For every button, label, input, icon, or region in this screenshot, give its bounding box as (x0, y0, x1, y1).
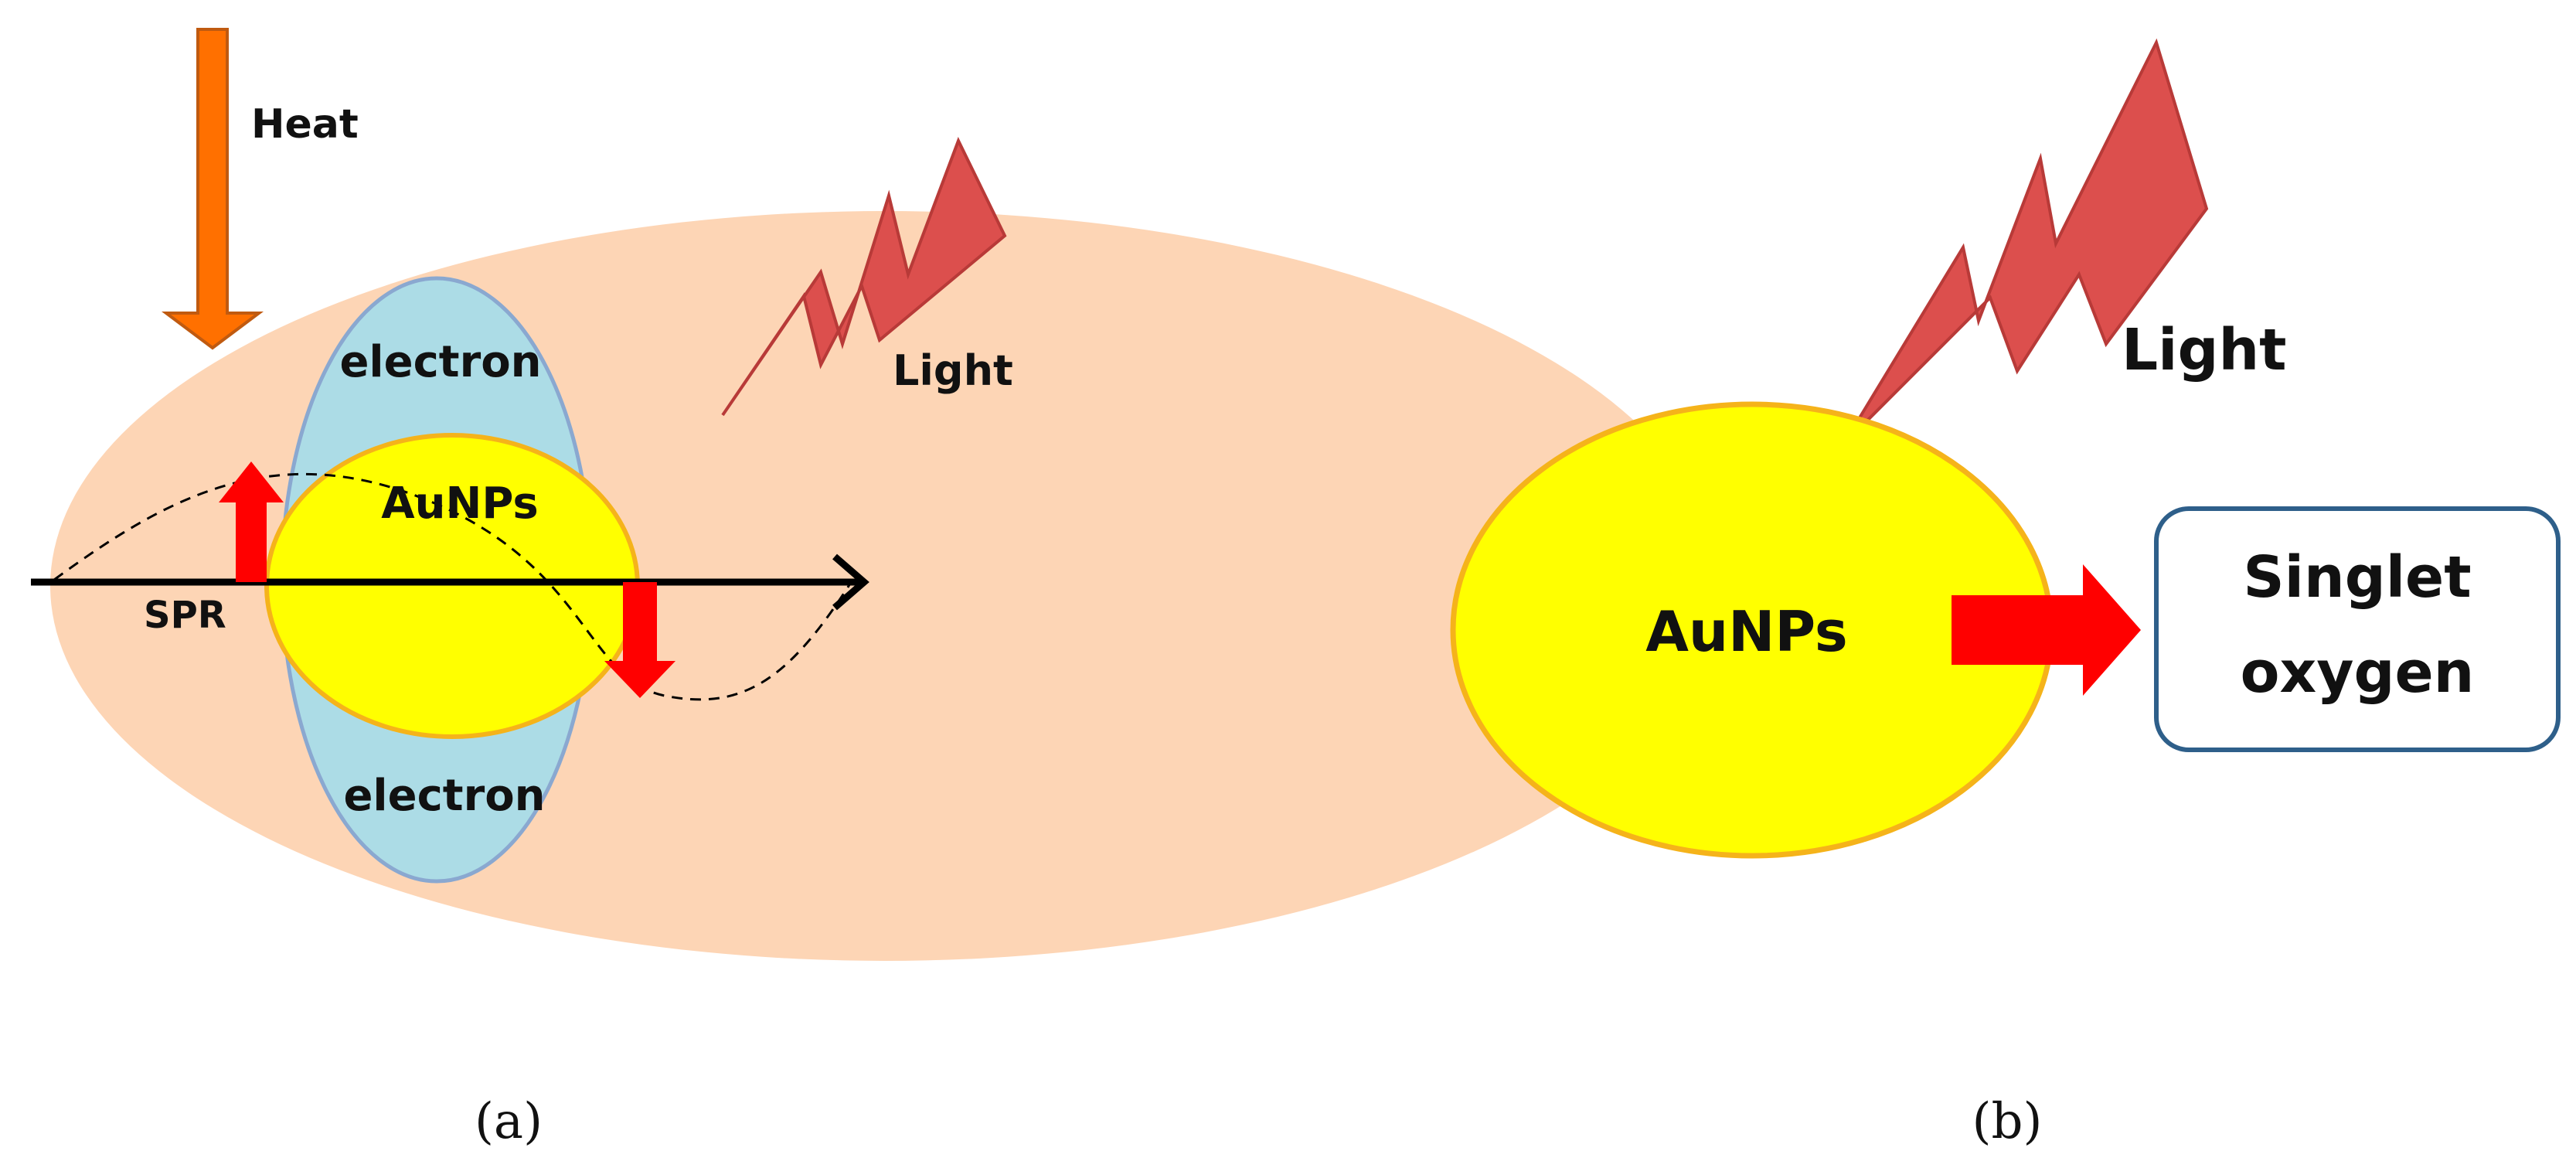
light-label-b: Light (2122, 317, 2287, 383)
red-down-arrow (604, 582, 675, 698)
axis-arrowhead (832, 553, 869, 611)
light-label: Light (893, 346, 1013, 395)
singlet-oxygen-line1: Singlet (2243, 544, 2471, 611)
core-label-b: AuNPs (1645, 599, 1848, 664)
red-up-arrow (219, 461, 284, 582)
electron-top-label: electron (339, 337, 541, 387)
red-right-arrow (1952, 564, 2141, 696)
spr-label: SPR (144, 594, 226, 637)
singlet-oxygen-line2: oxygen (2241, 639, 2475, 706)
core-label-a: AuNPs (381, 479, 538, 529)
heat-arrow-icon (162, 28, 264, 350)
lightning-bolt-icon-b (1842, 38, 2209, 446)
panel-a: Heat Light electron AuNPs SPR electron (… (31, 28, 1720, 1150)
spr-wave (53, 472, 852, 701)
heat-label: Heat (251, 101, 359, 148)
lightning-bolt-icon (721, 136, 1007, 417)
caption-b: (b) (1972, 1093, 2043, 1150)
electron-bottom-label: electron (343, 771, 545, 821)
panel-b: Light AuNPs Singlet oxygen (b) (1450, 38, 2561, 1150)
caption-a: (a) (475, 1093, 543, 1150)
singlet-oxygen-box (2154, 506, 2561, 752)
